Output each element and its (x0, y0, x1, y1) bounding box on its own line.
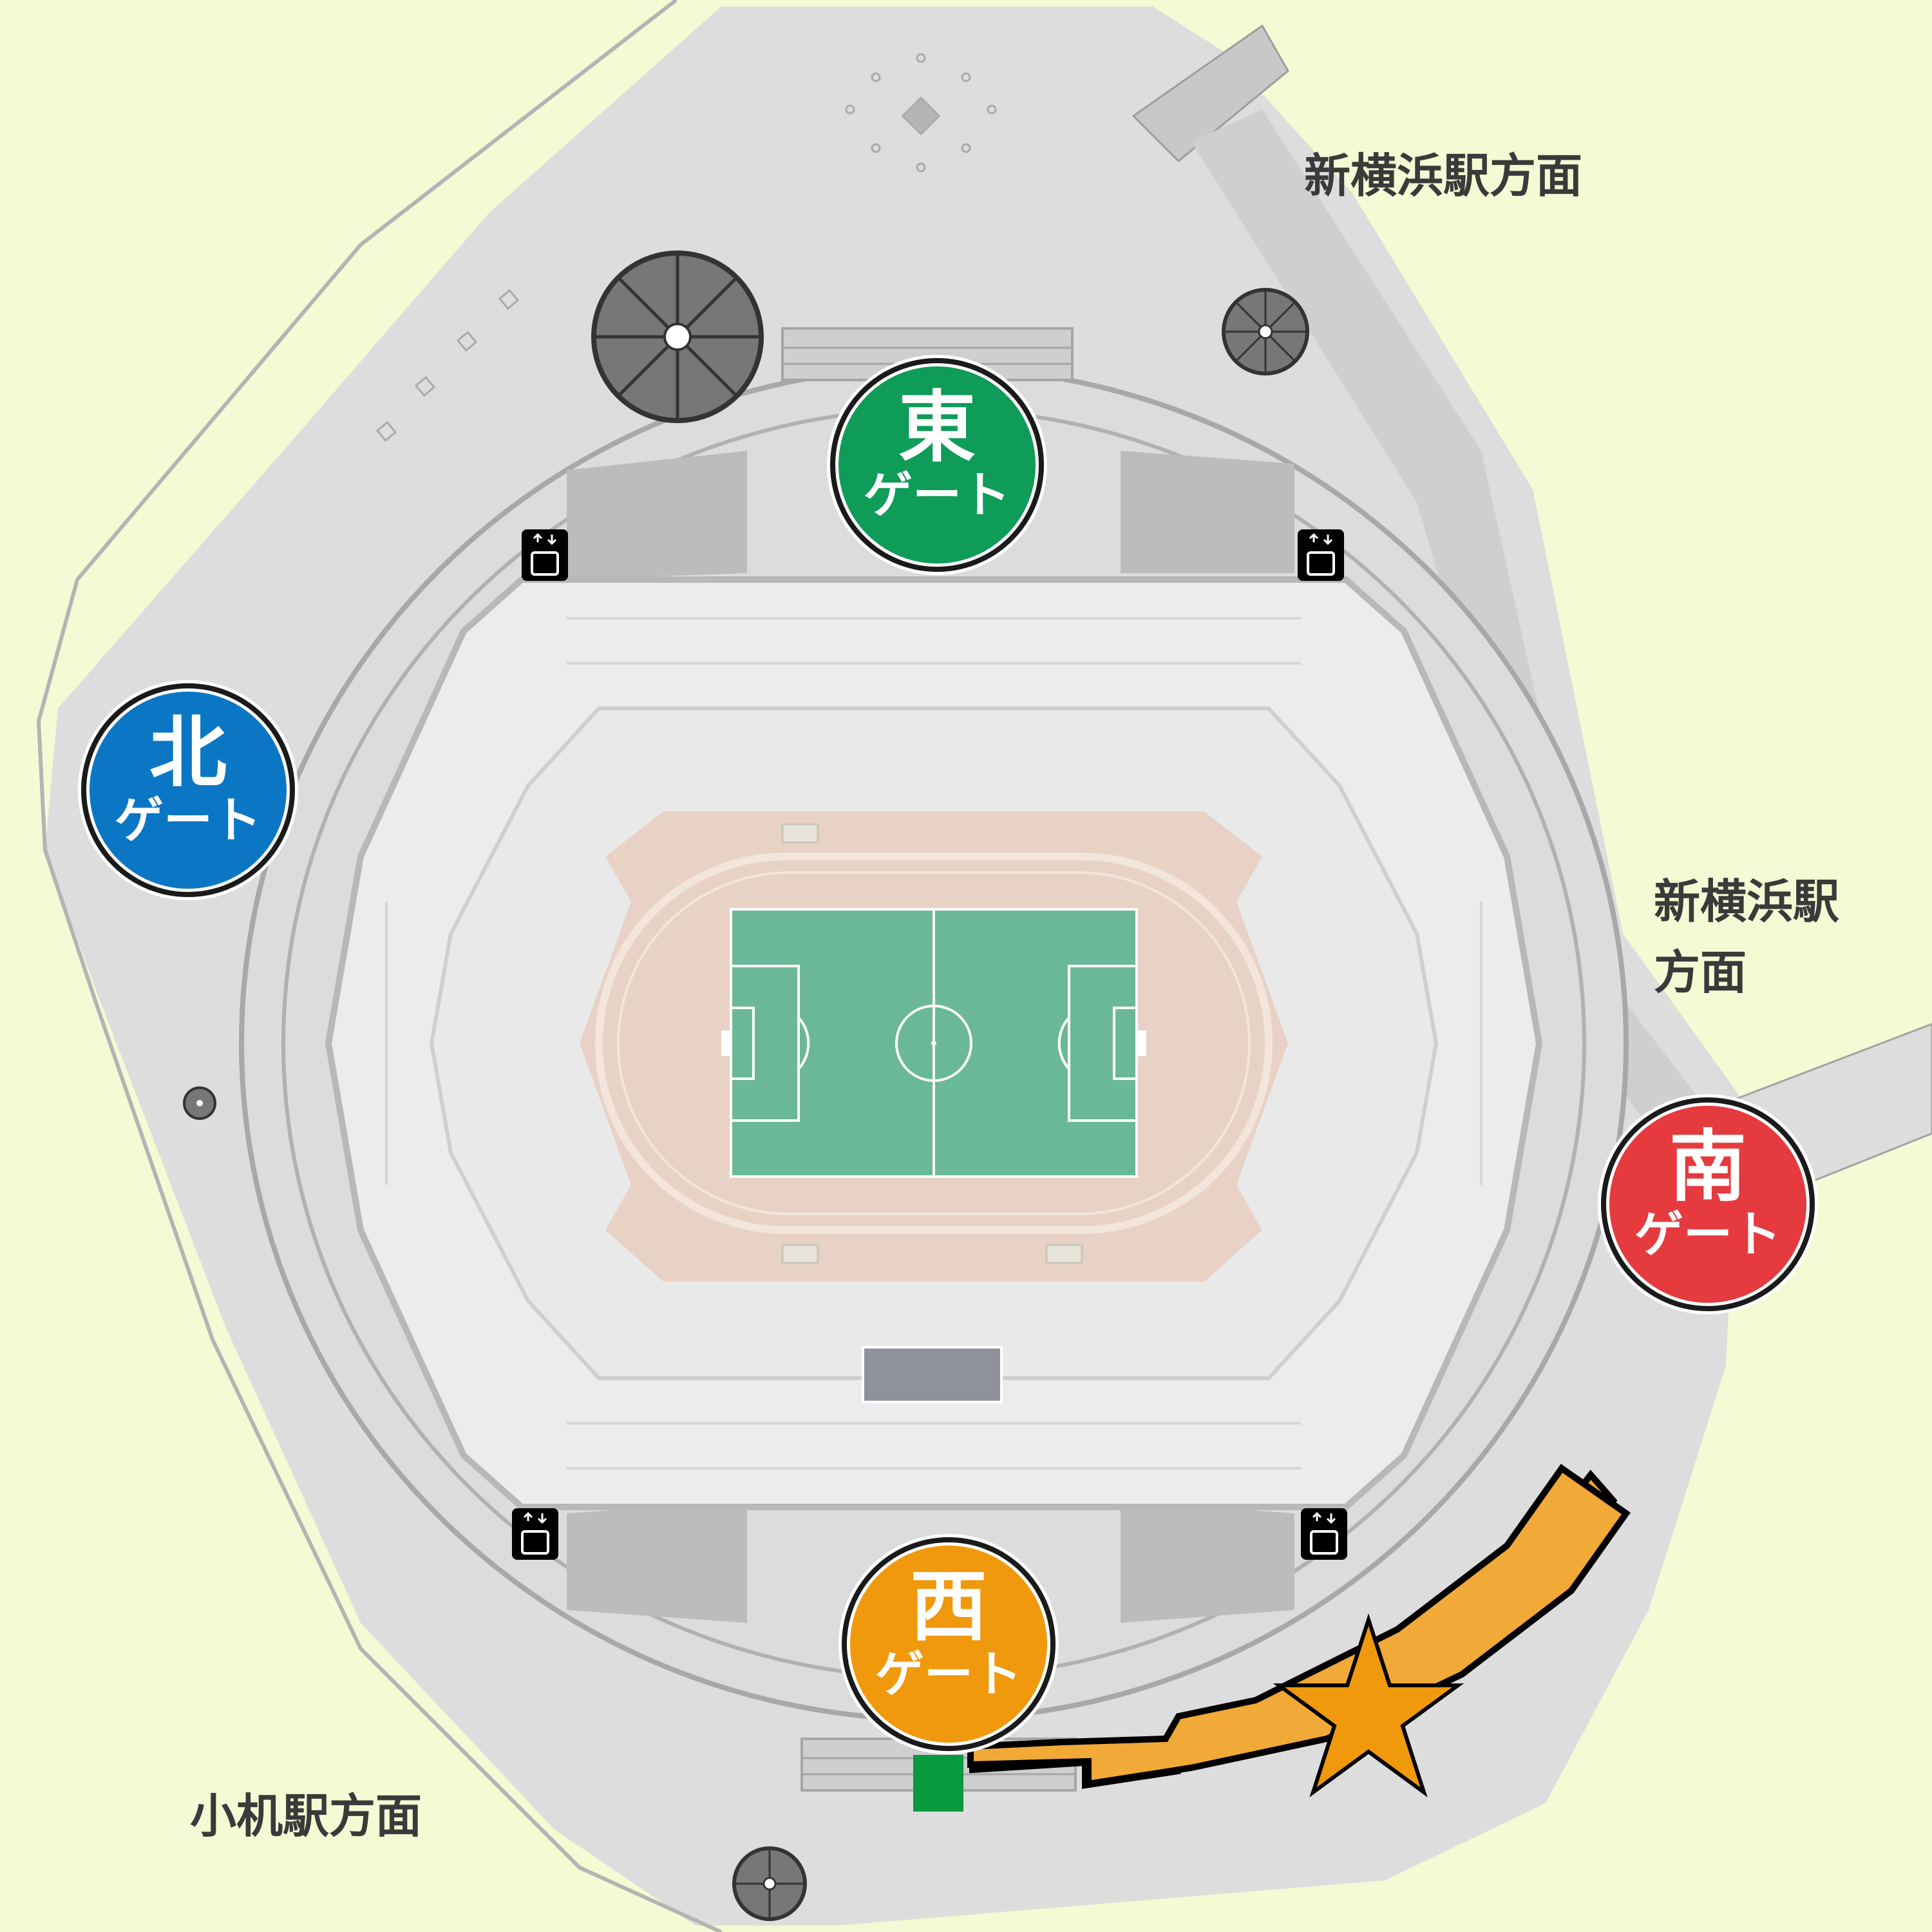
gate-west-char: 西 (910, 1562, 987, 1652)
plaza-markers (375, 53, 997, 442)
gate-west-outline (842, 1537, 1056, 1751)
direction-shin-yokohama-south-line2: 方面 (1654, 945, 1747, 999)
concourse-wedges (567, 451, 1294, 1623)
gate-east-outline (830, 358, 1044, 572)
site-plaza-outline (36, 0, 723, 1932)
main-stand-box (862, 1346, 1003, 1403)
ventilation-fan-icon (732, 1846, 807, 1921)
gate-west[interactable]: 西 ゲート (838, 1534, 1059, 1754)
track-inner-edge (595, 853, 1273, 1234)
ventilation-fan-icon (183, 1086, 216, 1120)
entrance-marker (913, 1755, 963, 1812)
ventilation-fan-icon (591, 251, 764, 423)
gate-west-label: ゲート (875, 1645, 1022, 1703)
elevator-icon (512, 1508, 558, 1560)
elevator-icon (522, 529, 568, 581)
direction-kozukue: 小机駅方面 (190, 1789, 422, 1843)
ventilation-fan-icon (1222, 288, 1309, 375)
gate-north-label: ゲート (115, 791, 261, 849)
direction-shin-yokohama-south-line1: 新横浜駅 (1654, 875, 1839, 929)
elevator-icon (1301, 1508, 1347, 1560)
gate-east[interactable]: 東 ゲート (827, 355, 1047, 575)
direction-shin-yokohama-east: 新横浜駅方面 (1304, 149, 1582, 203)
gate-south[interactable]: 南 ゲート (1598, 1094, 1818, 1314)
gate-south-outline (1601, 1097, 1815, 1311)
gate-south-char: 南 (1669, 1122, 1747, 1212)
gate-north-char: 北 (149, 708, 227, 798)
seating-rows (385, 617, 1482, 1470)
gate-north[interactable]: 北 ゲート (78, 680, 298, 900)
gate-east-label: ゲート (864, 466, 1010, 524)
highlight-area-main (967, 1464, 1631, 1788)
gate-north-outline (81, 683, 295, 897)
gate-south-label: ゲート (1634, 1206, 1781, 1263)
elevator-icon (1298, 529, 1344, 581)
track-boards (781, 823, 1083, 1264)
gate-east-char: 東 (898, 383, 976, 473)
track-lane-1 (617, 871, 1251, 1215)
football-pitch (721, 908, 1146, 1178)
star-icon (1273, 1613, 1464, 1797)
walkway-ne (1132, 24, 1289, 163)
